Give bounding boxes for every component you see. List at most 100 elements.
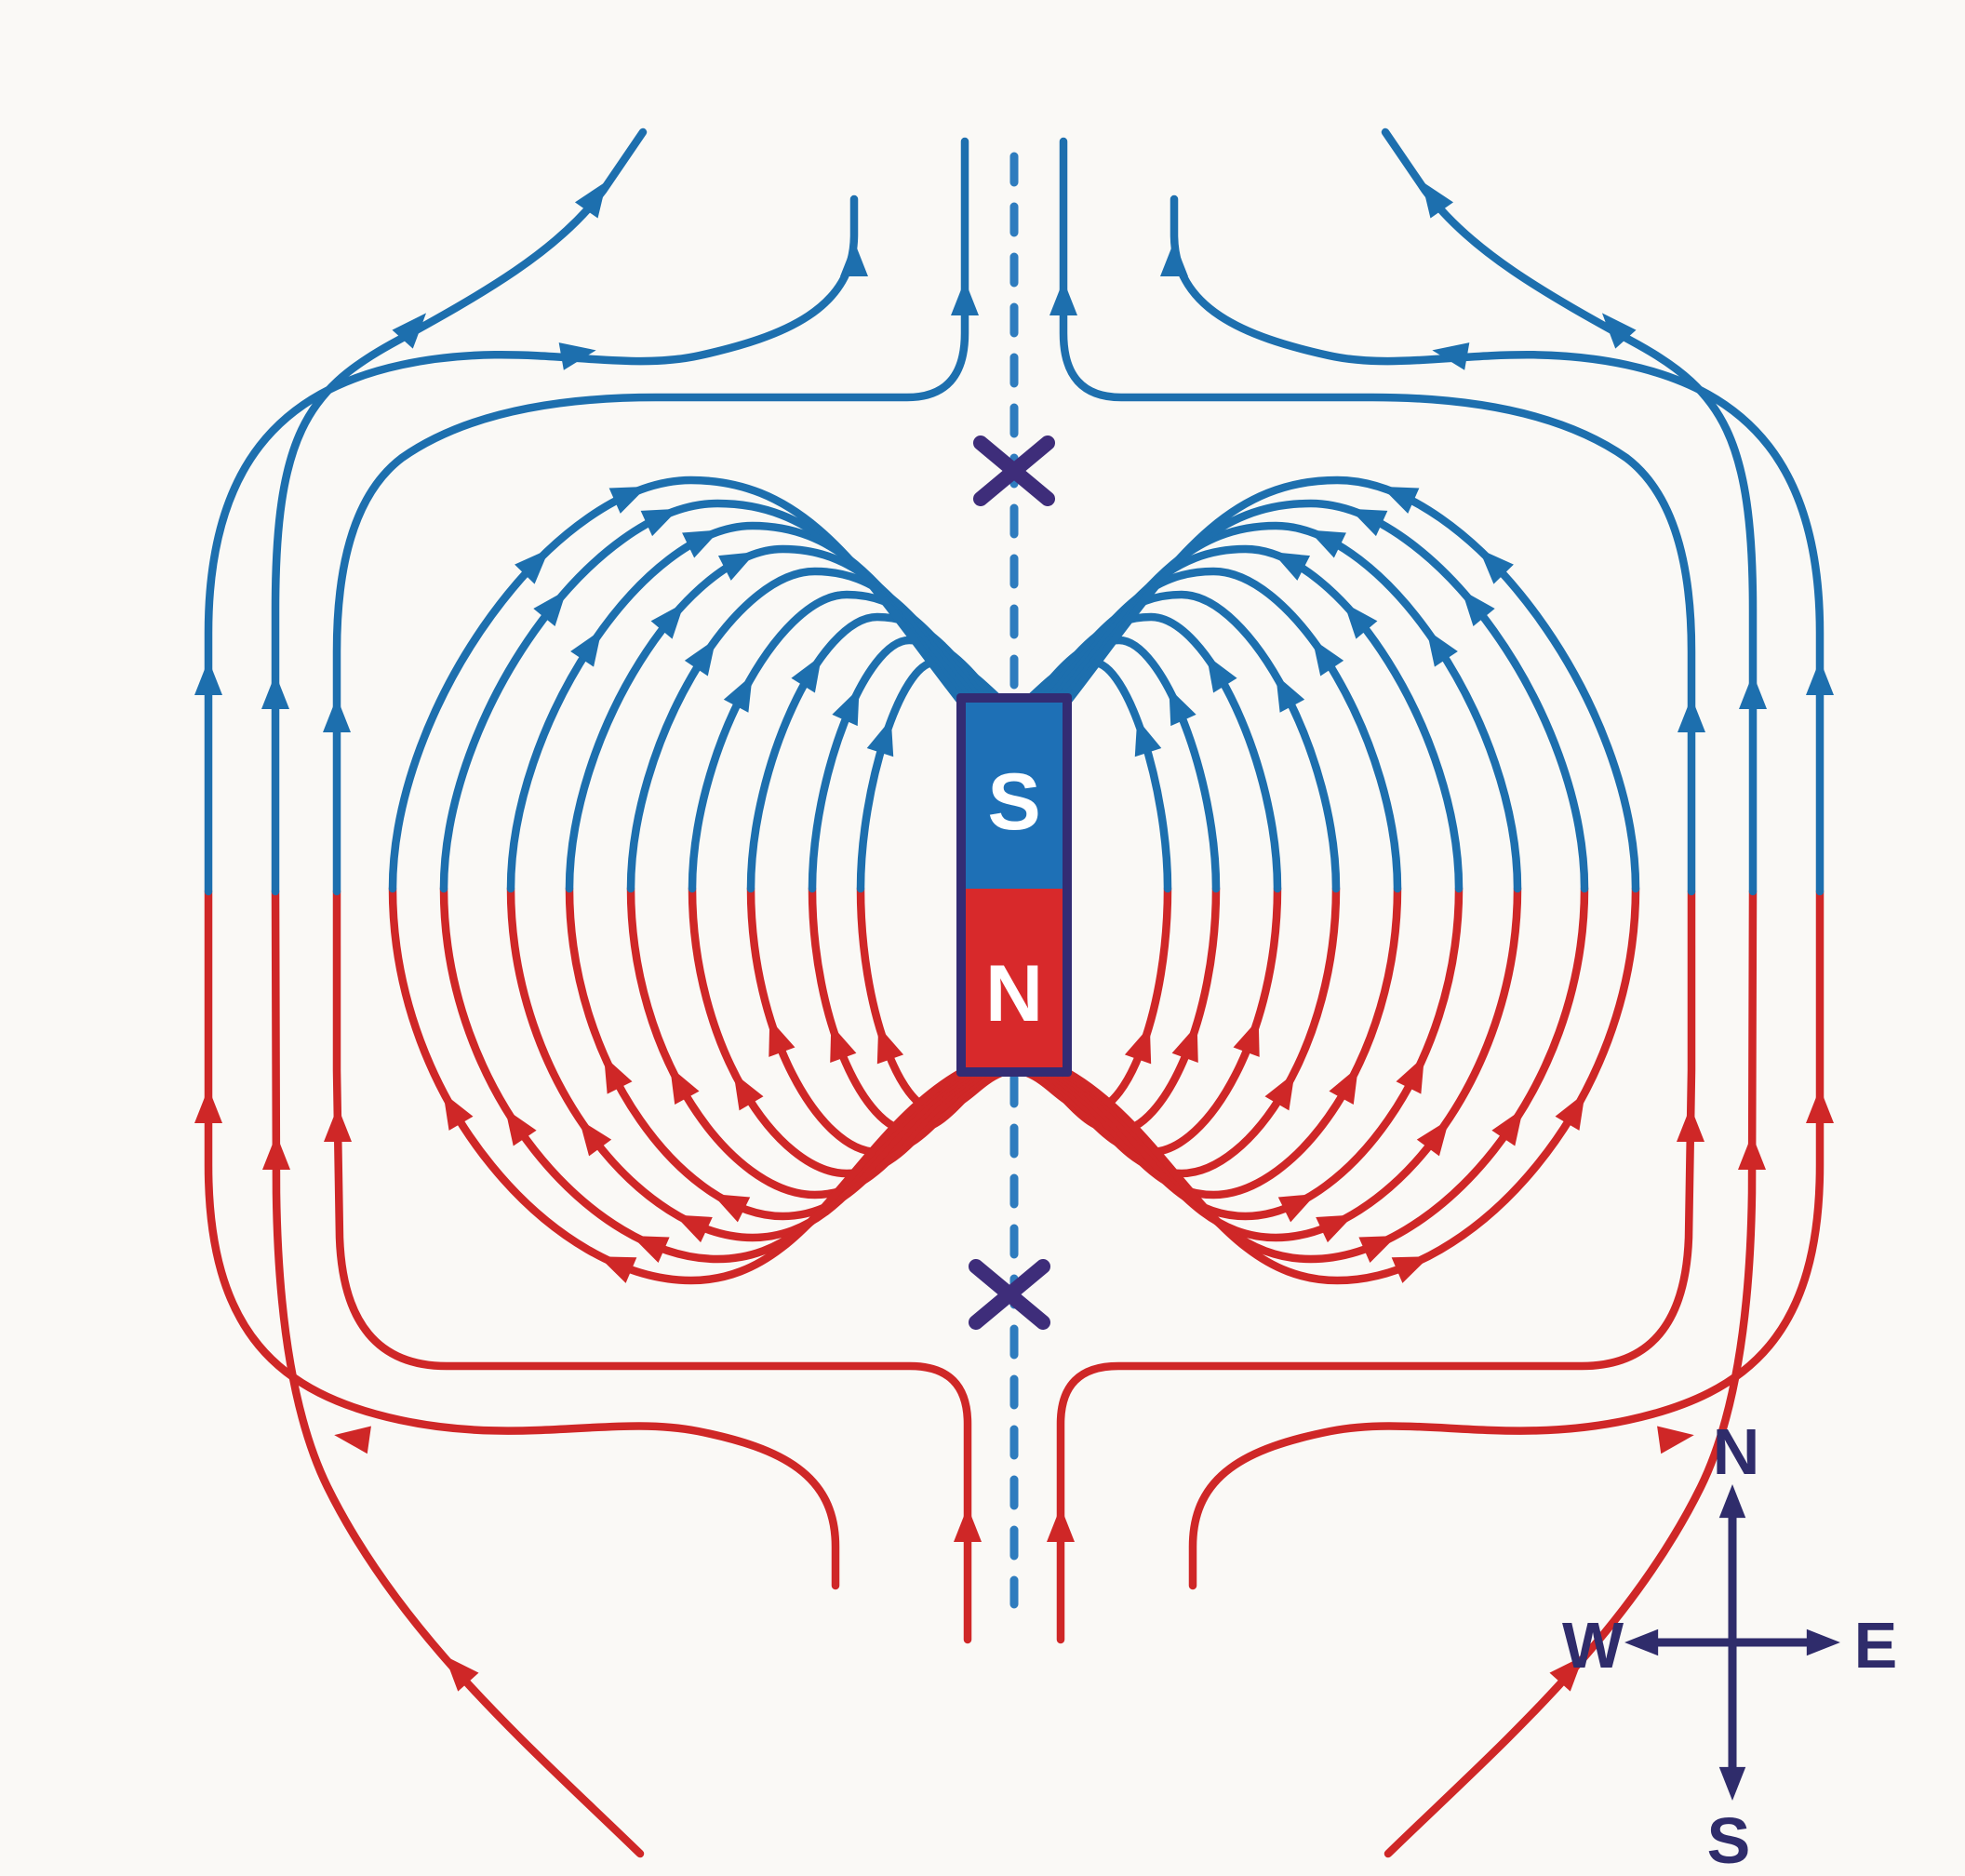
field-line-closed-blue — [1063, 476, 1640, 893]
field-line-closed-red — [565, 884, 980, 1221]
flow-arrowhead — [1739, 674, 1767, 709]
flow-arrowhead — [1272, 552, 1311, 581]
flow-arrowhead — [1316, 1214, 1354, 1243]
field-lines-left — [194, 127, 1006, 1858]
flow-arrowhead — [1396, 1055, 1424, 1094]
flow-arrowhead — [769, 1019, 795, 1057]
field-line-closed-blue — [1043, 567, 1402, 893]
flow-arrowhead — [1806, 1628, 1840, 1656]
flow-arrowhead — [1206, 655, 1237, 693]
flow-arrowhead — [840, 241, 868, 276]
flow-arrowhead — [1806, 1088, 1834, 1123]
flow-arrowhead — [533, 590, 567, 626]
flow-arrowhead — [1329, 1066, 1358, 1106]
field-line-closed-red — [1038, 884, 1341, 1178]
field-line-open-red-mid-open-line — [271, 887, 645, 1858]
flow-arrowhead — [866, 718, 894, 757]
flow-arrowhead — [579, 1119, 612, 1157]
flow-arrowhead — [1421, 181, 1454, 219]
flow-arrowhead — [194, 660, 222, 695]
flow-arrowhead — [1491, 1108, 1524, 1146]
flow-arrowhead — [650, 602, 685, 639]
flow-arrowhead — [392, 313, 427, 349]
flow-arrowhead — [1391, 1256, 1430, 1283]
compass-west-label: W — [1562, 1609, 1624, 1682]
flow-arrowhead — [1358, 1235, 1397, 1263]
flow-arrowhead — [1349, 508, 1388, 537]
field-line-open-blue-mid-open-line — [271, 127, 648, 896]
field-line-closed-red — [1063, 884, 1640, 1285]
flow-arrowhead — [504, 1108, 537, 1146]
flow-arrowhead — [1549, 1655, 1584, 1692]
flow-arrowhead — [684, 638, 716, 677]
flow-arrowhead — [1677, 1106, 1704, 1142]
flow-arrowhead — [717, 552, 756, 581]
bar-magnet: S N — [956, 693, 1072, 1077]
compass-east-label: E — [1854, 1609, 1898, 1682]
neutral-point-x — [969, 1259, 1050, 1330]
field-line-closed-red — [506, 884, 975, 1242]
field-line-closed-blue — [506, 521, 975, 893]
field-lines-layer — [194, 127, 1834, 1858]
field-line-open-blue-outer-wave-line — [1170, 194, 1825, 896]
flow-arrowhead — [733, 1072, 764, 1111]
flow-arrowhead — [723, 675, 753, 713]
flow-arrowhead — [1718, 1484, 1746, 1519]
field-line-open-blue-inner-chimney-line — [1059, 137, 1696, 896]
flow-arrowhead — [262, 1134, 290, 1170]
field-line-closed-red — [1049, 884, 1464, 1221]
flow-arrowhead — [1806, 660, 1834, 695]
compass-arrowheads — [1624, 1484, 1840, 1801]
flow-arrowhead — [712, 1193, 751, 1223]
neutral-points — [969, 436, 1055, 1330]
field-lines-right — [1023, 127, 1834, 1858]
flow-arrowhead — [570, 629, 602, 667]
field-line-open-red-outer-wave-line — [1188, 887, 1825, 1590]
magnet-north-pole — [966, 889, 1063, 1067]
flow-arrowhead — [1049, 280, 1077, 315]
flow-arrowhead — [675, 1214, 713, 1243]
flow-arrowhead — [558, 342, 596, 370]
flow-arrowhead — [876, 1025, 904, 1065]
field-line-open-red-inner-chimney-line — [332, 887, 972, 1644]
compass-rose: N S W E — [1562, 1415, 1897, 1876]
flow-arrowhead — [954, 1507, 982, 1542]
flow-arrowhead — [830, 1025, 857, 1064]
south-pole-label: S — [987, 757, 1040, 847]
field-line-closed-red — [688, 884, 990, 1178]
field-line-closed-red — [746, 884, 996, 1157]
field-line-open-blue-mid-open-line — [1381, 127, 1758, 896]
flow-arrowhead — [1738, 1134, 1766, 1170]
field-line-closed-blue — [388, 476, 965, 893]
flow-arrowhead — [631, 1235, 670, 1263]
flow-arrowhead — [324, 1106, 352, 1142]
flow-arrowhead — [1381, 486, 1420, 514]
flow-arrowhead — [444, 1655, 479, 1692]
flow-arrowhead — [194, 1088, 222, 1123]
field-line-open-blue-inner-chimney-line — [332, 137, 969, 896]
flow-arrowhead — [261, 674, 289, 709]
field-line-closed-red — [626, 884, 985, 1199]
flow-arrowhead — [1276, 675, 1305, 713]
neutral-point-x — [973, 436, 1055, 506]
flow-arrowhead — [832, 688, 860, 727]
flow-arrowhead — [1432, 342, 1470, 370]
flow-arrowhead — [1416, 1119, 1450, 1157]
field-line-open-red-mid-open-line — [1384, 887, 1758, 1858]
compass-north-label: N — [1713, 1415, 1760, 1488]
field-line-closed-blue — [1053, 521, 1522, 893]
flow-arrowhead — [1624, 1628, 1659, 1656]
flow-arrowhead — [1160, 241, 1188, 276]
flow-arrowhead — [1047, 1507, 1075, 1542]
compass-south-label: S — [1707, 1804, 1751, 1876]
flow-arrowhead — [1601, 313, 1637, 349]
flow-arrowhead — [608, 486, 648, 514]
flow-arrowhead — [1124, 1025, 1152, 1065]
flow-arrowhead — [1134, 718, 1162, 757]
flow-arrowhead — [323, 697, 351, 732]
flow-arrowhead — [670, 1066, 700, 1106]
flow-arrowhead — [515, 548, 550, 584]
flow-arrowhead — [1312, 638, 1344, 677]
